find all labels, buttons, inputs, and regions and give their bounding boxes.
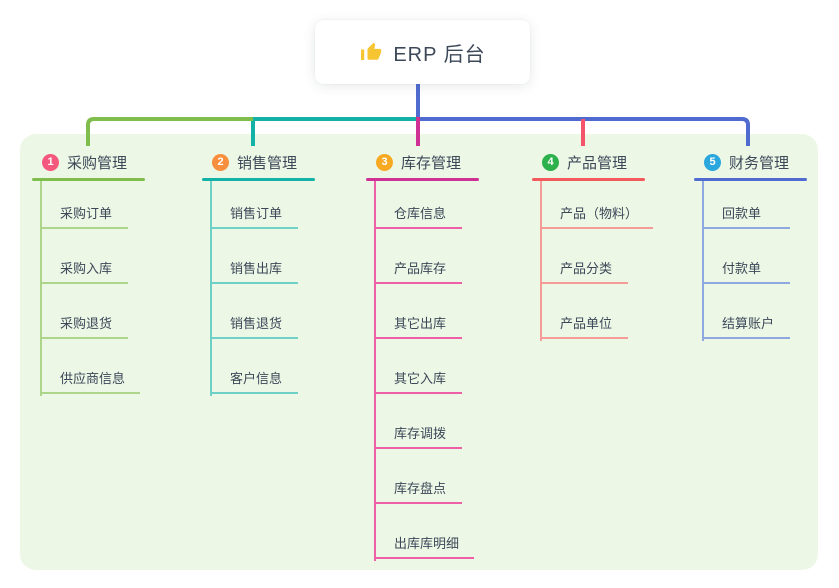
node-product-category[interactable]: 产品分类 bbox=[540, 259, 628, 284]
branch-product-trunk-line bbox=[540, 181, 542, 341]
node-customer-info[interactable]: 客户信息 bbox=[210, 369, 298, 394]
node-payment-bill[interactable]: 付款单 bbox=[702, 259, 790, 284]
node-other-inbound[interactable]: 其它入库 bbox=[374, 369, 462, 394]
node-product-material[interactable]: 产品（物料） bbox=[540, 204, 654, 229]
branch-purchase-header[interactable]: 1 采购管理 bbox=[32, 150, 127, 174]
branch-finance-header[interactable]: 5 财务管理 bbox=[694, 150, 789, 174]
node-inout-stock-detail[interactable]: 出库库明细 bbox=[374, 534, 475, 559]
branch-product-header[interactable]: 4 产品管理 bbox=[532, 150, 627, 174]
branch-inventory-trunk-line bbox=[374, 181, 376, 561]
root-node-label: ERP 后台 bbox=[393, 43, 486, 66]
node-product-unit[interactable]: 产品单位 bbox=[540, 314, 628, 339]
branch-sales-trunk-line bbox=[210, 181, 212, 396]
branch-sales-header[interactable]: 2 销售管理 bbox=[202, 150, 297, 174]
branch-inventory-underline bbox=[366, 178, 479, 181]
node-other-outbound[interactable]: 其它出库 bbox=[374, 314, 462, 339]
node-receipt-bill[interactable]: 回款单 bbox=[702, 204, 790, 229]
node-stock-transfer[interactable]: 库存调拨 bbox=[374, 424, 462, 449]
node-supplier-info[interactable]: 供应商信息 bbox=[40, 369, 141, 394]
node-settlement-account[interactable]: 结算账户 bbox=[702, 314, 790, 339]
node-sales-order[interactable]: 销售订单 bbox=[210, 204, 298, 229]
branch-purchase-label: 采购管理 bbox=[67, 154, 128, 172]
node-purchase-inbound[interactable]: 采购入库 bbox=[40, 259, 128, 284]
branch-sales-underline bbox=[202, 178, 315, 181]
branch-inventory-header[interactable]: 3 库存管理 bbox=[366, 150, 461, 174]
branch-product-underline bbox=[532, 178, 645, 181]
node-stock-taking[interactable]: 库存盘点 bbox=[374, 479, 462, 504]
root-node-erp[interactable]: ERP 后台 bbox=[315, 20, 530, 84]
node-warehouse-info[interactable]: 仓库信息 bbox=[374, 204, 462, 229]
node-sales-return[interactable]: 销售退货 bbox=[210, 314, 298, 339]
badge-3: 3 bbox=[376, 153, 393, 171]
branch-purchase-underline bbox=[32, 178, 145, 181]
badge-1: 1 bbox=[42, 153, 59, 171]
branch-finance-trunk-line bbox=[702, 181, 704, 341]
node-sales-outbound[interactable]: 销售出库 bbox=[210, 259, 298, 284]
branch-inventory-label: 库存管理 bbox=[401, 154, 462, 172]
branches-panel bbox=[20, 134, 818, 570]
branch-finance-underline bbox=[694, 178, 807, 181]
branch-sales-label: 销售管理 bbox=[237, 154, 298, 172]
node-purchase-return[interactable]: 采购退货 bbox=[40, 314, 128, 339]
badge-2: 2 bbox=[212, 153, 229, 171]
badge-4: 4 bbox=[542, 153, 559, 171]
badge-5: 5 bbox=[704, 153, 721, 171]
branch-product-label: 产品管理 bbox=[567, 154, 628, 172]
branch-finance-label: 财务管理 bbox=[729, 154, 790, 172]
node-purchase-order[interactable]: 采购订单 bbox=[40, 204, 128, 229]
thumbs-up-icon bbox=[361, 42, 382, 60]
node-product-stock[interactable]: 产品库存 bbox=[374, 259, 462, 284]
branch-purchase-trunk-line bbox=[40, 181, 42, 396]
